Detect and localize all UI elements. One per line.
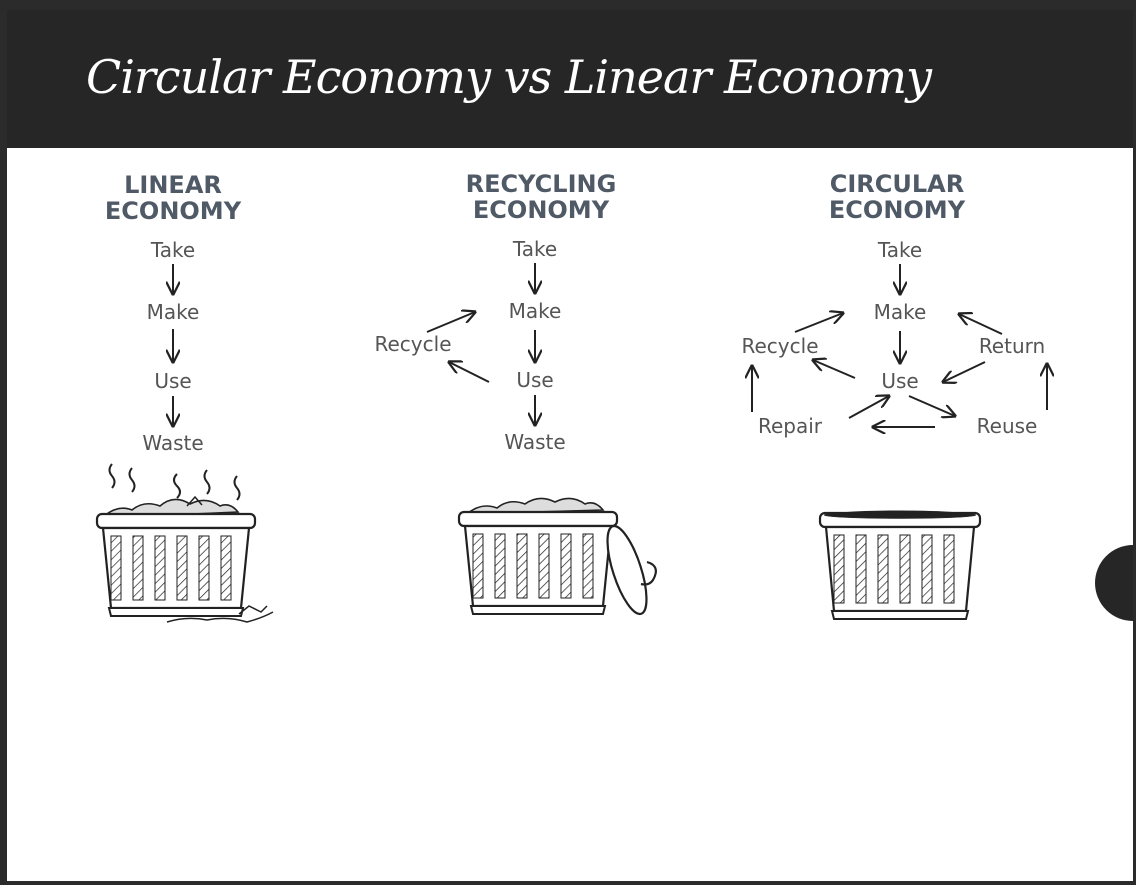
slide: Circular Economy vs Linear Economy LINEA… bbox=[7, 10, 1133, 881]
circular-step-repair: Repair bbox=[758, 414, 823, 438]
recycling-step-recycle: Recycle bbox=[375, 332, 452, 356]
open-lid-trash-can-icon bbox=[457, 497, 658, 616]
recycling-arrow-recycle-make bbox=[426, 312, 475, 333]
title-bar: Circular Economy vs Linear Economy bbox=[7, 10, 1133, 148]
recycling-step-make: Make bbox=[509, 299, 562, 323]
linear-heading-line2: ECONOMY bbox=[105, 197, 242, 225]
circular-heading-line2: ECONOMY bbox=[829, 196, 966, 224]
recycling-arrow-use-recycle bbox=[449, 362, 490, 383]
circular-arrow-return-use bbox=[943, 361, 986, 382]
circular-step-reuse: Reuse bbox=[977, 414, 1038, 438]
linear-step-use: Use bbox=[154, 369, 191, 393]
circular-step-return: Return bbox=[979, 334, 1045, 358]
recycling-step-waste: Waste bbox=[504, 430, 565, 454]
circular-step-use: Use bbox=[881, 369, 918, 393]
linear-step-waste: Waste bbox=[142, 431, 203, 455]
circular-step-make: Make bbox=[874, 300, 927, 324]
linear-step-take: Take bbox=[150, 238, 195, 262]
linear-heading-line1: LINEAR bbox=[124, 171, 222, 199]
circular-arrow-recycle-make bbox=[794, 313, 843, 333]
empty-trash-can-icon bbox=[818, 510, 982, 620]
linear-economy-column: LINEAR ECONOMY Take Make Use Waste bbox=[105, 171, 242, 455]
circular-arrow-use-recycle bbox=[813, 360, 856, 379]
recycling-economy-column: RECYCLING ECONOMY Take Make Recycle Use … bbox=[375, 170, 617, 454]
economy-comparison-diagram: LINEAR ECONOMY Take Make Use Waste bbox=[95, 170, 1133, 623]
recycling-heading-line2: ECONOMY bbox=[473, 196, 610, 224]
circular-economy-column: CIRCULAR ECONOMY Take Make Recycle Retur… bbox=[742, 170, 1048, 438]
circular-arrow-repair-use bbox=[848, 396, 889, 419]
circular-arrow-use-reuse bbox=[908, 395, 955, 416]
recycling-step-use: Use bbox=[516, 368, 553, 392]
circular-arrow-return-make bbox=[959, 314, 1003, 335]
slide-title: Circular Economy vs Linear Economy bbox=[86, 50, 932, 104]
circular-step-recycle: Recycle bbox=[742, 334, 819, 358]
overflowing-trash-can-icon bbox=[95, 463, 274, 623]
recycling-step-take: Take bbox=[512, 237, 557, 261]
recycling-heading-line1: RECYCLING bbox=[466, 170, 617, 198]
circular-step-take: Take bbox=[877, 238, 922, 262]
linear-step-make: Make bbox=[147, 300, 200, 324]
circular-heading-line1: CIRCULAR bbox=[830, 170, 964, 198]
footer-strip bbox=[0, 881, 1136, 885]
